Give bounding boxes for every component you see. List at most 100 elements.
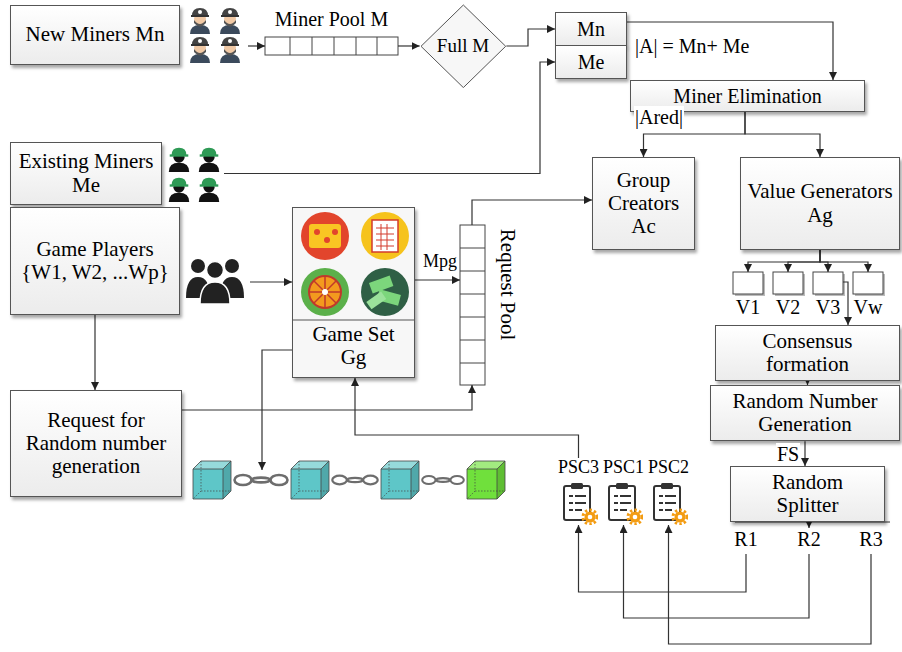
node-label: Value Generators Ag: [747, 180, 893, 226]
queue-cells: [460, 248, 485, 363]
connector-arrow: [624, 525, 810, 618]
value-box: V3: [813, 272, 843, 320]
diamond-shape: [421, 5, 506, 88]
wheel-icon: [301, 268, 349, 316]
decision-diamond: Full M: [420, 4, 507, 89]
edge-label: Mpg: [422, 252, 458, 272]
annotation-label: |A| = Mn+ Me: [634, 35, 750, 57]
node-label: Miner Pool M: [275, 8, 388, 30]
value-box: V1: [733, 272, 763, 320]
game-set-divider: [292, 320, 415, 321]
block: [291, 461, 329, 499]
node-label: Consensus formation: [722, 330, 893, 376]
connector-arrow: [415, 279, 460, 280]
scratch-dot: [332, 229, 338, 235]
process-box: Existing Miners Me: [10, 142, 162, 205]
value-box: [733, 272, 763, 294]
process-box: Game Players {W1, W2, ...Wp}: [10, 207, 180, 315]
node-label: Mn: [577, 18, 605, 40]
connector-arrow: [820, 250, 868, 272]
value-boxes: [733, 272, 885, 296]
node-label: Game Set Gg: [297, 323, 410, 369]
node-label: Request Pool: [495, 220, 518, 350]
connector-arrow: [820, 250, 828, 272]
node-label: Group Creators Ac: [599, 169, 688, 238]
connector-arrow: [355, 378, 579, 458]
new-miner-icons: [190, 8, 240, 63]
queue: Request Pool: [460, 225, 522, 385]
wheel-spokes: [309, 276, 341, 308]
miner-icon: [199, 148, 219, 172]
node-label: R3: [859, 528, 882, 550]
chain-link: [235, 475, 288, 485]
random-part: R1: [733, 528, 759, 554]
lottery-grid: [376, 224, 394, 250]
connector-arrow: [788, 250, 820, 272]
block: [193, 461, 231, 499]
connector-arrow: [250, 281, 292, 282]
miner-icon: [169, 178, 189, 202]
blockchain: [193, 461, 505, 499]
scratch-card: [309, 224, 341, 248]
process-box: Consensus formation: [715, 325, 900, 381]
random-part: R3: [858, 528, 884, 554]
node-label: Me: [578, 51, 605, 73]
value-box: Vw: [853, 272, 883, 320]
process-box: Group Creators Ac: [592, 157, 695, 250]
miner-icon: [169, 148, 189, 172]
node-label: Existing Miners Me: [17, 150, 155, 196]
lottery-icon: [361, 212, 409, 260]
miner-icon: [190, 37, 210, 63]
lottery-ticket: [372, 220, 398, 252]
contract-icon-node: PSC2: [646, 458, 691, 525]
chain-link: [332, 476, 377, 485]
money-icon: [361, 268, 409, 316]
queue-cells: [290, 37, 377, 55]
connector-arrow: [472, 200, 592, 225]
player-head: [225, 259, 239, 273]
scratch-dot: [314, 229, 320, 235]
annotation-label: |Ared|: [634, 106, 684, 128]
process-box: Random Splitter: [730, 466, 885, 522]
node-label: V2: [776, 296, 800, 318]
contract-icon-node: PSC3: [556, 458, 601, 525]
node-label: V1: [736, 296, 760, 318]
process-box: New Miners Mn: [10, 5, 180, 65]
connector-arrow: [579, 525, 747, 592]
node-label: R2: [797, 528, 820, 550]
connector-arrow: [804, 441, 805, 466]
process-box: Random Number Generation: [710, 385, 900, 441]
node-label: Miner Elimination: [673, 85, 821, 107]
connector-arrow: [398, 45, 420, 46]
node-label: R1: [734, 528, 757, 550]
miner-icon: [220, 37, 240, 63]
connector-arrow: [248, 45, 265, 46]
block: [467, 461, 505, 499]
node-label: Request for Random number generation: [17, 409, 175, 478]
scratch-dot: [324, 237, 330, 243]
miner-pool-queue: [265, 37, 398, 55]
game-set-box: Game Set Gg: [292, 207, 415, 378]
random-part: R2: [796, 528, 822, 554]
connector-arrow: [748, 250, 820, 272]
value-box: [773, 272, 803, 294]
chain-link: [422, 476, 464, 484]
value-box: V2: [773, 272, 803, 320]
node-label: PSC3: [558, 458, 599, 478]
wheel: [309, 276, 341, 308]
game-icons: [301, 212, 409, 316]
node-label: PSC2: [648, 458, 689, 478]
connector-arrow: [808, 522, 809, 528]
miner-set-box: Me: [555, 45, 627, 79]
scratch-icon: [301, 212, 349, 260]
player-head: [191, 259, 205, 273]
node-label: Full M: [437, 36, 489, 57]
value-box: [853, 272, 883, 294]
player-body: [200, 282, 230, 304]
queue-body: [265, 37, 398, 55]
wheel-hub: [322, 289, 328, 295]
contract-icon: [564, 483, 597, 524]
contract-icon: [654, 483, 687, 524]
connector-arrow: [506, 29, 555, 46]
